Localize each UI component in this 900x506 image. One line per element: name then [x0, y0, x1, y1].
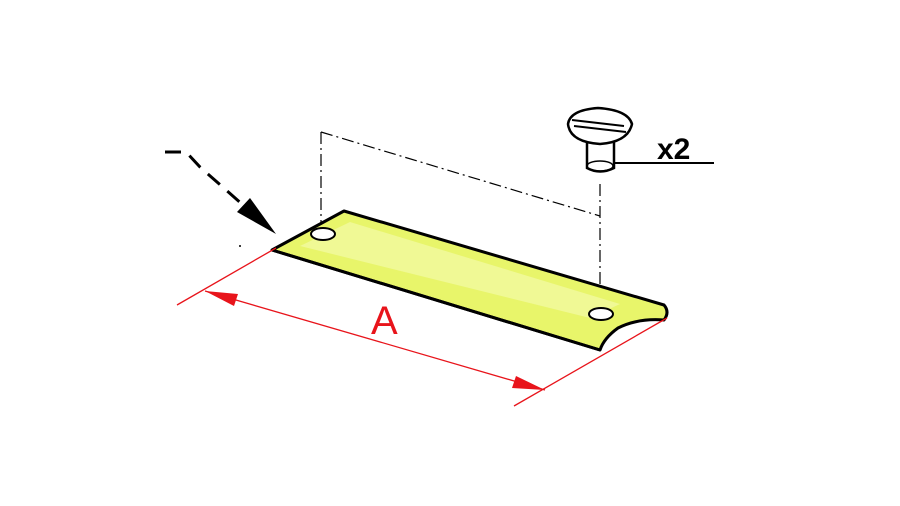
plate	[270, 209, 669, 352]
dimension-extension-left	[176, 247, 277, 306]
screw-slot	[571, 119, 627, 133]
dimension-extension-right	[513, 317, 668, 407]
screw-shank-tip	[586, 160, 614, 172]
alignment-line-diagonal	[320, 131, 601, 217]
mounting-hole-left	[310, 227, 336, 241]
alignment-lines	[320, 131, 601, 312]
dimension-label: A	[371, 299, 398, 343]
dimension-a: A	[176, 247, 668, 407]
leader-line	[165, 150, 244, 207]
leader-arrow	[165, 150, 276, 247]
dimension-line	[204, 290, 546, 391]
leader-arrowhead	[237, 198, 276, 234]
plate-highlight	[300, 222, 620, 318]
screw-icon	[566, 106, 634, 173]
quantity-label: x2	[657, 133, 690, 166]
stray-dot	[239, 245, 241, 247]
screw-head	[566, 106, 634, 146]
plate-outline	[270, 209, 669, 352]
quantity-callout: x2	[614, 133, 714, 166]
plate-front-edge	[271, 248, 601, 352]
dimension-arrowhead-left	[205, 291, 238, 306]
dimension-arrowhead-right	[512, 376, 545, 390]
mounting-hole-right	[588, 307, 614, 321]
